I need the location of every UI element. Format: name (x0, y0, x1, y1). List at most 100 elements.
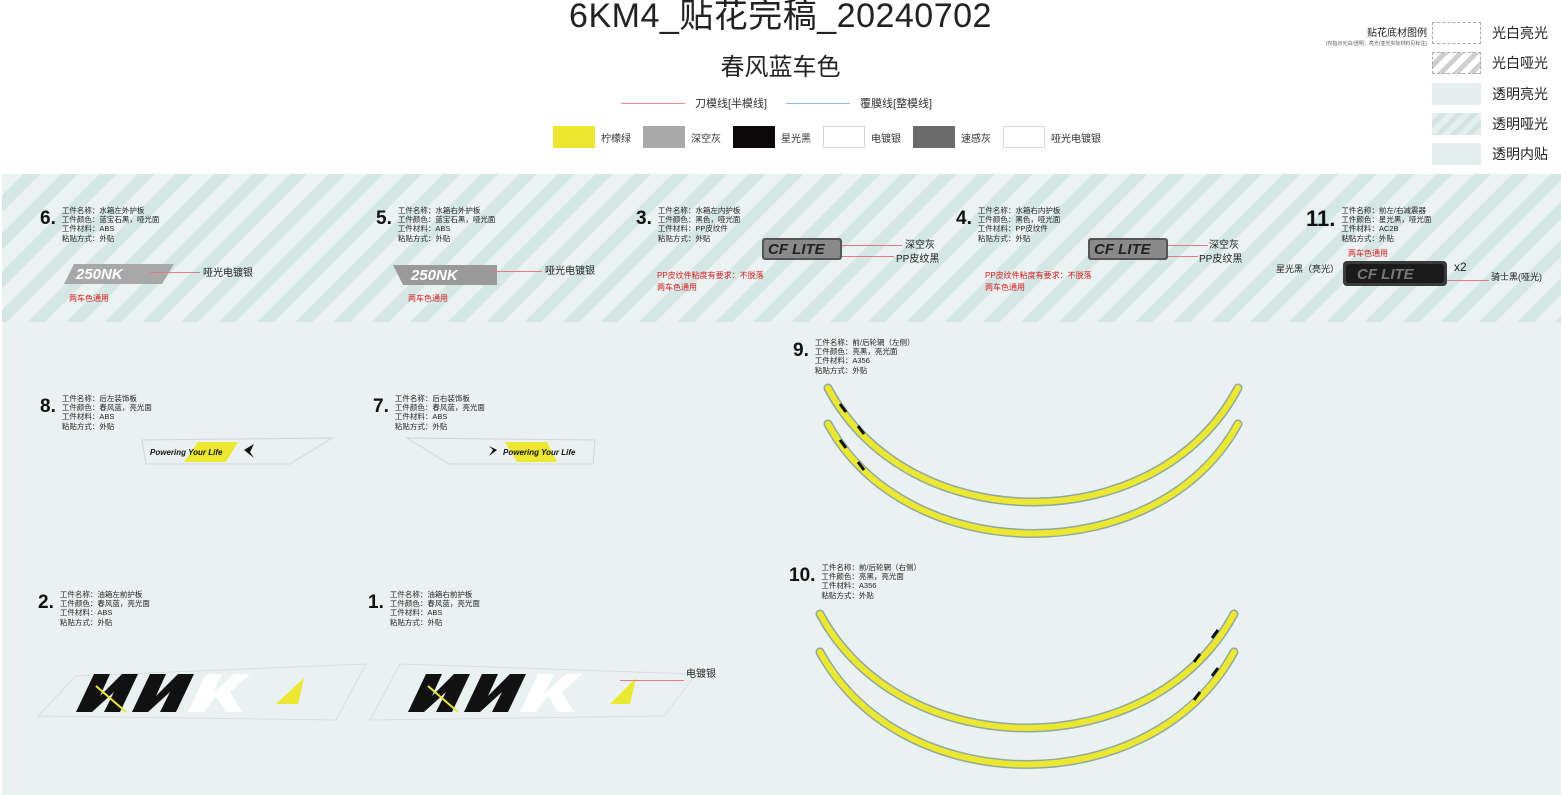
part-3-callout-gray: 深空灰 (905, 240, 935, 251)
swatch-label: 深空灰 (691, 133, 721, 145)
part-spec: 工件名称：水箱右内护板 工件颜色：黑色，哑光面 工件材料：PP皮纹件 粘贴方式：… (978, 206, 1061, 243)
spec-line: 粘贴方式：外贴 (61, 233, 115, 243)
callout-line (1168, 256, 1198, 257)
spec-line: 工件颜色：黑色，哑光面 (977, 215, 1061, 225)
part-number: 4. (956, 208, 972, 229)
part-7-decal: Powering Your Life (405, 437, 596, 465)
part-3-note-shared: 两车色通用 (657, 283, 697, 292)
swatch-label: 哑光电镀银 (1051, 133, 1101, 145)
part-6-note: 两车色通用 (69, 294, 109, 303)
part-1-callout: 电镀银 (686, 669, 716, 680)
spec-line: 粘贴方式：外贴 (821, 590, 874, 600)
spec-line: 工件名称：油箱右前护板 (389, 590, 473, 599)
spec-line: 工件颜色：星光黑，哑光面 (1341, 215, 1432, 225)
part-11-info: 11. 工件名称：前左/右减震器 工件颜色：星光黑，哑光面 工件材料：AC2B … (1306, 206, 1431, 243)
spec-line: 工件颜色：春风蓝，亮光面 (61, 403, 152, 413)
part-2-decal (36, 663, 367, 721)
spec-line: 工件材料：ABS (397, 224, 451, 234)
spec-line: 粘贴方式：外贴 (394, 421, 448, 431)
spec-line: 工件颜色：亮黑，亮光面 (821, 572, 904, 582)
material-legend-title: 贴花底材图例 (仅指示光白/透明，亮光/亚光实际材料见标注) (1290, 24, 1427, 47)
spec-line: 工件材料：AC2B (1341, 224, 1399, 234)
swatch-box (823, 126, 865, 148)
material-clear-inner: 透明内贴 (1432, 143, 1548, 165)
part-3-decal: CF LITE (762, 238, 842, 260)
swatch-label: 速感灰 (961, 133, 991, 145)
spec-line: 工件名称：水箱左内护板 (657, 206, 741, 215)
spec-line: 工件颜色：亮黑，亮光面 (814, 347, 898, 357)
part-spec: 工件名称：水箱左外护板 工件颜色：蓝宝石黑，哑光面 工件材料：ABS 粘贴方式：… (62, 206, 160, 243)
part-number: 9. (793, 340, 809, 361)
film-line-sample (786, 102, 850, 104)
callout-line (150, 272, 200, 273)
part-number: 2. (38, 592, 54, 613)
part-1-info: 1. 工件名称：油箱右前护板 工件颜色：春风蓝，亮光面 工件材料：ABS 粘贴方… (368, 590, 480, 627)
part-9-info: 9. 工件名称：前/后轮辋（左侧） 工件颜色：亮黑，亮光面 工件材料：A356 … (793, 338, 914, 375)
swatch-matte-chrome: 哑光电镀银 (1003, 126, 1101, 148)
spec-line: 粘贴方式：外贴 (389, 617, 443, 627)
part-2-info: 2. 工件名称：油箱左前护板 工件颜色：春风蓝，亮光面 工件材料：ABS 粘贴方… (38, 590, 150, 627)
part-4-decal: CF LITE (1088, 238, 1168, 260)
material-box (1432, 143, 1481, 165)
part-spec: 工件名称：后左装饰板 工件颜色：春风蓝，亮光面 工件材料：ABS 粘贴方式：外贴 (62, 394, 152, 431)
part-8-decal: Powering Your Life (141, 437, 334, 465)
part-spec: 工件名称：后右装饰板 工件颜色：春风蓝，亮光面 工件材料：ABS 粘贴方式：外贴 (395, 394, 485, 431)
callout-line (620, 680, 684, 681)
part-11-decal: CF LITE (1343, 261, 1447, 286)
part-spec: 工件名称：油箱右前护板 工件颜色：春风蓝，亮光面 工件材料：ABS 粘贴方式：外… (390, 590, 480, 627)
spec-line: 粘贴方式：外贴 (977, 233, 1031, 243)
spec-line: 工件颜色：春风蓝，亮光面 (59, 599, 150, 609)
swatch-chrome-silver: 电镀银 (823, 126, 901, 148)
swatch-label: 柠檬绿 (601, 133, 631, 145)
swatch-deep-gray: 深空灰 (643, 126, 721, 148)
spec-line: 工件颜色：蓝宝石黑，哑光面 (397, 215, 496, 225)
part-8-info: 8. 工件名称：后左装饰板 工件颜色：春风蓝，亮光面 工件材料：ABS 粘贴方式… (40, 394, 152, 431)
spec-line: 粘贴方式：外贴 (657, 233, 711, 243)
part-5-note: 两车色通用 (408, 294, 448, 303)
page-title: 6KM4_贴花完稿_20240702 (569, 0, 992, 35)
part-8-slogan: Powering Your Life (150, 448, 223, 457)
material-label: 透明内贴 (1492, 146, 1548, 162)
callout-line (842, 256, 894, 257)
spec-line: 粘贴方式：外贴 (814, 365, 868, 375)
spec-line: 工件材料：ABS (394, 412, 448, 422)
swatch-star-black: 星光黑 (733, 126, 811, 148)
main-band-background (2, 322, 1561, 795)
part-4-note-shared: 两车色通用 (985, 283, 1025, 292)
part-7-info: 7. 工件名称：后右装饰板 工件颜色：春风蓝，亮光面 工件材料：ABS 粘贴方式… (373, 394, 485, 431)
part-6-logo-text: 250NK (75, 266, 124, 283)
part-6-info: 6. 工件名称：水箱左外护板 工件颜色：蓝宝石黑，哑光面 工件材料：ABS 粘贴… (40, 206, 159, 243)
material-box (1432, 113, 1481, 135)
part-number: 11. (1306, 206, 1336, 231)
spec-line: 工件名称：水箱右外护板 (397, 206, 481, 215)
part-number: 1. (368, 592, 384, 613)
part-4-info: 4. 工件名称：水箱右内护板 工件颜色：黑色，哑光面 工件材料：PP皮纹件 粘贴… (956, 206, 1060, 243)
part-1-decal (369, 663, 697, 721)
spec-line: 工件材料：ABS (389, 608, 443, 618)
spec-line: 粘贴方式：外贴 (59, 617, 113, 627)
material-legend-note: (仅指示光白/透明，亮光/亚光实际材料见标注) (1325, 41, 1427, 47)
swatch-box (1003, 126, 1045, 148)
callout-line (842, 245, 902, 246)
part-spec: 工件名称：水箱左内护板 工件颜色：黑色，哑光面 工件材料：PP皮纹件 粘贴方式：… (658, 206, 741, 243)
spec-line: 工件名称：后左装饰板 (61, 394, 137, 403)
part-spec: 工件名称：油箱左前护板 工件颜色：春风蓝，亮光面 工件材料：ABS 粘贴方式：外… (60, 590, 150, 627)
spec-line: 工件颜色：黑色，哑光面 (657, 215, 741, 225)
part-3-note-adhesion: PP皮纹件粘度有要求：不脱落 (657, 271, 764, 280)
material-label: 透明哑光 (1492, 116, 1548, 132)
part-11-logo-text: CF LITE (1357, 266, 1415, 283)
swatch-label: 星光黑 (781, 133, 811, 145)
spec-line: 工件材料：A356 (821, 581, 877, 591)
swatch-box (733, 126, 775, 148)
film-line-label: 覆膜线[整模线] (860, 98, 933, 110)
spec-line: 工件名称：后右装饰板 (394, 394, 470, 403)
part-6-decal: 250NK (64, 264, 174, 284)
spec-line: 工件名称：前/后轮辋（右侧） (821, 563, 922, 572)
part-number: 7. (373, 396, 389, 417)
legend-film-line: 覆膜线[整模线] (786, 95, 932, 111)
part-3-logo-text: CF LITE (768, 241, 826, 258)
material-box (1432, 83, 1481, 105)
swatch-box (553, 126, 595, 148)
spec-line: 工件颜色：蓝宝石黑，哑光面 (61, 215, 160, 225)
legend-cut-line: 刀模线[半模线] (621, 95, 767, 111)
